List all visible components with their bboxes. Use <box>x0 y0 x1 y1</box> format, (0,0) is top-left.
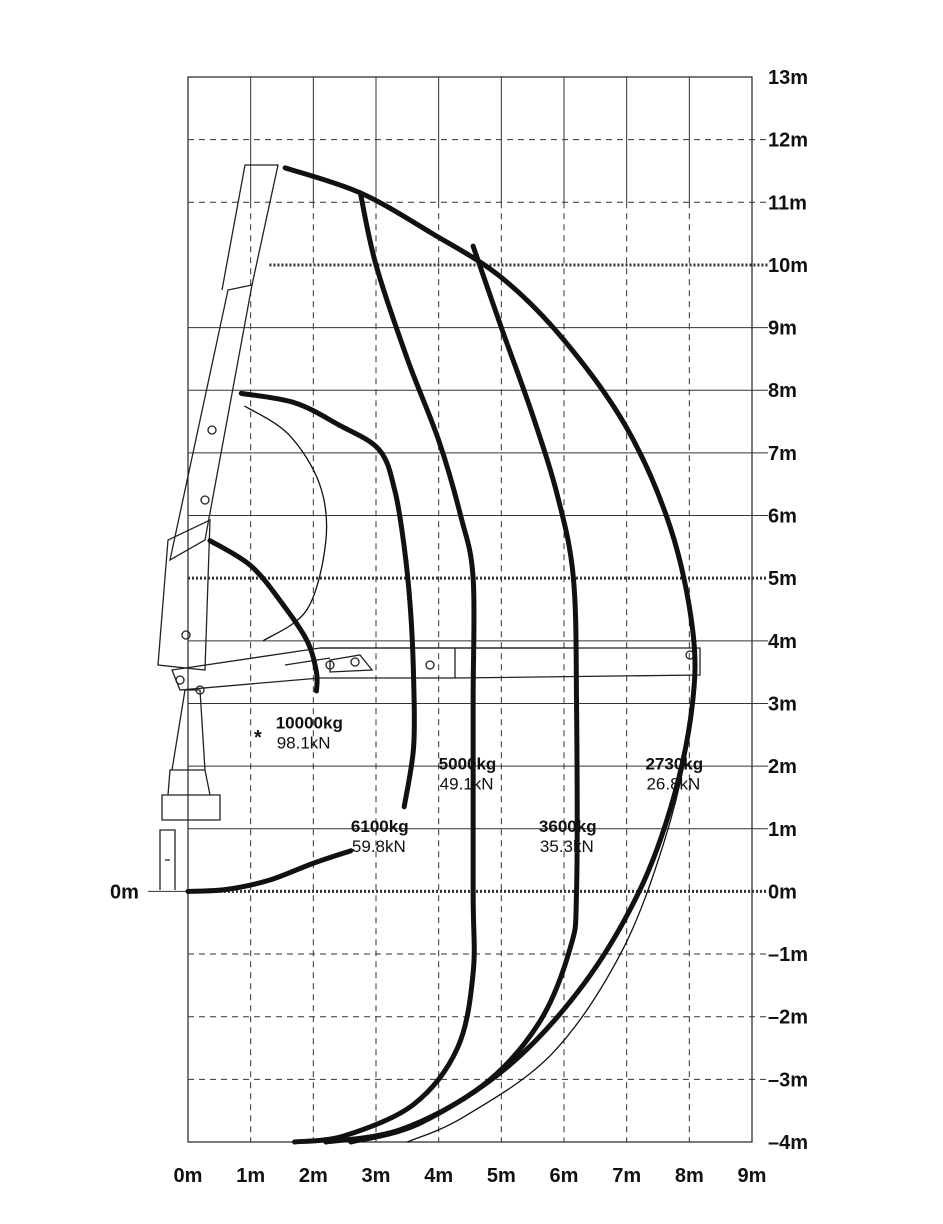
y-tick-label: 11m <box>768 192 807 214</box>
crane-pivot <box>325 660 335 670</box>
envelope-thin-line <box>407 640 697 1143</box>
y-tick-label: –1m <box>768 944 808 966</box>
y-tick-label: 8m <box>768 380 797 402</box>
axis-ticks: 13m 12m 11m 10m 9m 8m 7m 6m 5m 4m 3m 2m 1m 0m –1m –2m –3… <box>110 67 808 1187</box>
load-label-kn: 35.3kN <box>540 837 594 856</box>
x-tick-label: 5m <box>487 1165 516 1187</box>
load-curve-line <box>282 165 698 1145</box>
load-curves <box>185 165 698 1145</box>
load-curve-line <box>323 243 580 1145</box>
crane-pivot <box>175 675 185 685</box>
crane-main-arm <box>169 284 253 562</box>
load-label-kn: 98.1kN <box>277 734 331 753</box>
crane-pivot <box>350 657 360 667</box>
x-tick-label: 2m <box>299 1165 328 1187</box>
load-label-kg: 10000kg <box>276 714 343 733</box>
x-tick-label: 4m <box>424 1165 453 1187</box>
x-tick-label: 9m <box>738 1165 767 1187</box>
crane-pivot <box>181 630 191 640</box>
crane-outer-boom <box>171 647 701 691</box>
x-tick-label: 7m <box>612 1165 641 1187</box>
load-curve-line <box>185 848 354 894</box>
load-label-kg: 3600kg <box>539 817 597 836</box>
y-tick-label: 7m <box>768 443 797 465</box>
crane-hinge <box>284 654 374 673</box>
crane-base-pillar <box>159 829 176 890</box>
inner-thin-arc <box>244 405 328 642</box>
load-label-kg: 2730kg <box>645 754 703 773</box>
ground-label: 0m <box>110 881 139 903</box>
load-label-kg: 6100kg <box>351 817 409 836</box>
x-tick-label: 0m <box>174 1165 203 1187</box>
y-tick-label: 9m <box>768 318 797 340</box>
y-tick-label: 2m <box>768 756 797 778</box>
y-tick-label: 12m <box>768 130 808 152</box>
y-tick-label: 13m <box>768 67 808 89</box>
y-tick-label: 3m <box>768 693 797 715</box>
x-tick-label: 3m <box>362 1165 391 1187</box>
crane-base-column <box>161 769 221 821</box>
x-tick-label: 6m <box>550 1165 579 1187</box>
crane-column <box>171 689 206 771</box>
y-tick-label: 0m <box>768 881 797 903</box>
plot-border <box>187 76 753 1143</box>
crane-pivot <box>200 495 210 505</box>
chart-grid <box>148 76 768 1143</box>
crane-boom-tip <box>221 164 279 291</box>
crane-drawing <box>157 164 701 890</box>
y-tick-label: –4m <box>768 1132 808 1154</box>
load-curve-line <box>207 538 320 694</box>
crane-pivot <box>195 685 205 695</box>
crane-main-arm-root <box>157 518 211 671</box>
load-label-kn: 59.8kN <box>352 837 406 856</box>
y-tick-label: –3m <box>768 1069 808 1091</box>
y-tick-label: 5m <box>768 568 797 590</box>
load-curve-line <box>292 190 477 1145</box>
load-label-kn: 26.8kN <box>646 774 700 793</box>
load-label-kg: 5000kg <box>439 754 497 773</box>
y-tick-label: –2m <box>768 1007 808 1029</box>
x-tick-label: 8m <box>675 1165 704 1187</box>
load-curve-line <box>238 390 417 810</box>
y-tick-label: 4m <box>768 631 797 653</box>
y-tick-label: 6m <box>768 506 797 528</box>
asterisk-mark: * <box>254 727 262 749</box>
crane-pivot <box>425 660 435 670</box>
crane-pivot <box>207 425 217 435</box>
y-tick-label: 1m <box>768 819 797 841</box>
y-tick-label: 10m <box>768 255 808 277</box>
x-tick-label: 1m <box>236 1165 265 1187</box>
load-label-kn: 49.1kN <box>440 774 494 793</box>
